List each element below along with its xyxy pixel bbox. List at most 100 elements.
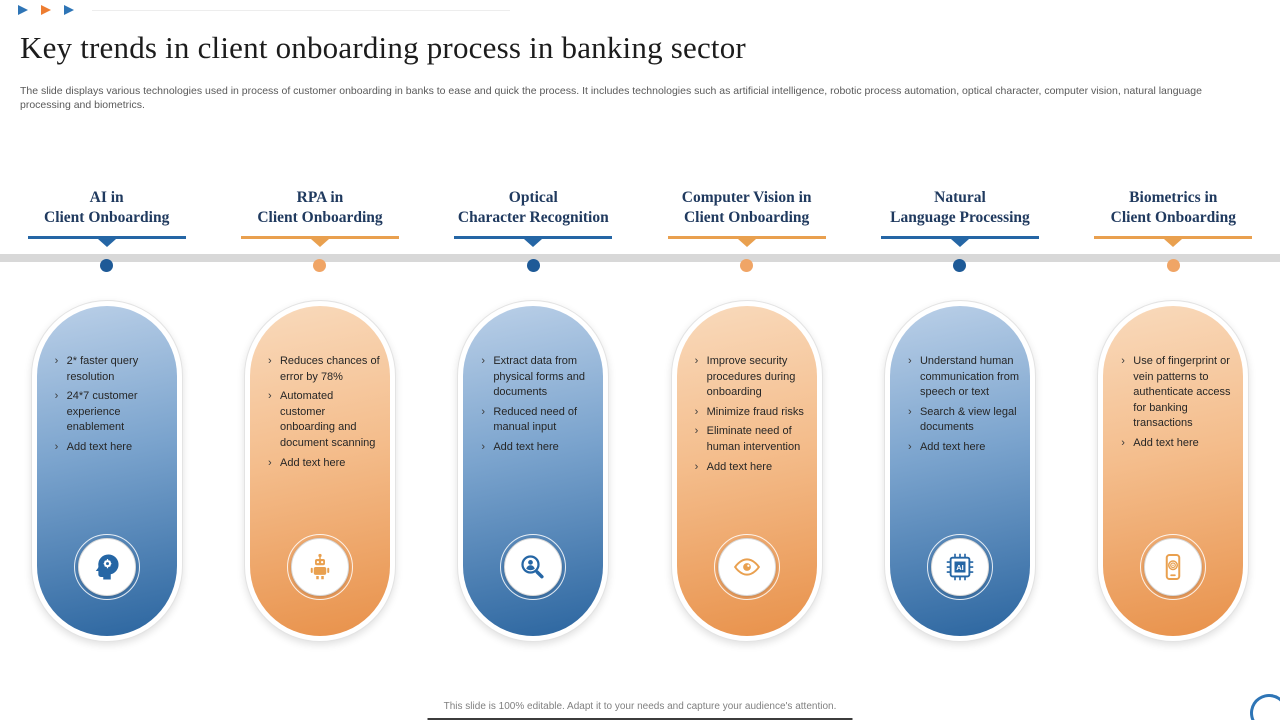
bullet-list: Use of fingerprint or vein patterns to a… xyxy=(1103,306,1243,452)
trend-pill-body: Improve security procedures during onboa… xyxy=(676,306,817,636)
column-heading-line1: AI in xyxy=(89,189,124,207)
timeline-dot xyxy=(953,259,967,272)
column-heading: RPA in Client Onboarding xyxy=(257,182,382,228)
bullet-item: Add text here xyxy=(695,460,807,476)
footer-underline xyxy=(427,718,853,720)
chevron-down-icon xyxy=(737,239,756,247)
icon-circle xyxy=(286,534,353,600)
heading-underline xyxy=(880,236,1039,239)
chevron-down-icon xyxy=(97,239,116,247)
icon-circle xyxy=(73,534,140,600)
bullet-list: 2* faster query resolution 24*7 customer … xyxy=(37,306,177,456)
heading-underline xyxy=(1094,236,1253,239)
column-heading-line2: Language Processing xyxy=(890,209,1030,227)
trend-column: Optical Character Recognition Extract da… xyxy=(427,172,640,642)
bullet-item: Reduced need of manual input xyxy=(481,405,593,436)
top-divider-line xyxy=(92,10,510,11)
bullet-item: Add text here xyxy=(55,440,167,456)
trend-pill-body: Use of fingerprint or vein patterns to a… xyxy=(1103,306,1244,636)
play-arrow-icon xyxy=(41,5,51,15)
column-heading: AI in Client Onboarding xyxy=(44,182,169,228)
fingerprint-phone-icon xyxy=(1144,538,1203,596)
decorative-arrows xyxy=(18,5,87,15)
trend-pill: Improve security procedures during onboa… xyxy=(670,300,823,642)
column-heading-line2: Character Recognition xyxy=(457,209,609,227)
trend-column: Computer Vision in Client Onboarding Imp… xyxy=(640,172,853,642)
heading-underline xyxy=(240,236,399,239)
play-arrow-icon xyxy=(18,5,28,15)
bullet-item: Add text here xyxy=(481,440,593,456)
trend-pill: Reduces chances of error by 78% Automated… xyxy=(243,300,396,642)
column-heading: Optical Character Recognition xyxy=(458,182,609,228)
trend-pill-body: 2* faster query resolution 24*7 customer … xyxy=(36,306,177,636)
trend-pill: 2* faster query resolution 24*7 customer … xyxy=(30,300,183,642)
trend-column: Biometrics in Client Onboarding Use of f… xyxy=(1067,172,1280,642)
column-heading-line1: Optical xyxy=(508,189,558,207)
bullet-item: 2* faster query resolution xyxy=(55,354,167,385)
footer-note: This slide is 100% editable. Adapt it to… xyxy=(443,701,837,712)
chevron-down-icon xyxy=(950,239,969,247)
bullet-list: Improve security procedures during onboa… xyxy=(677,306,817,475)
column-heading-line1: RPA in xyxy=(296,189,344,207)
trend-pill: Extract data from physical forms and doc… xyxy=(457,300,610,642)
icon-circle: AI xyxy=(926,534,993,600)
bullet-item: Extract data from physical forms and doc… xyxy=(481,354,593,401)
column-heading-line2: Client Onboarding xyxy=(44,209,170,227)
bullet-item: Minimize fraud risks xyxy=(695,405,807,421)
bullet-item: Add text here xyxy=(1121,436,1233,452)
trend-column: AI in Client Onboarding 2* faster query … xyxy=(0,172,213,642)
bullet-list: Reduces chances of error by 78% Automated… xyxy=(250,306,390,471)
bullet-item: Eliminate need of human intervention xyxy=(695,424,807,455)
play-arrow-icon xyxy=(64,5,74,15)
timeline-dot xyxy=(740,259,754,272)
bullet-item: Use of fingerprint or vein patterns to a… xyxy=(1121,354,1233,432)
column-heading-line2: Client Onboarding xyxy=(683,209,810,227)
bullet-item: Add text here xyxy=(908,440,1020,456)
columns-row: AI in Client Onboarding 2* faster query … xyxy=(0,172,1280,642)
bullet-list: Extract data from physical forms and doc… xyxy=(463,306,603,456)
icon-circle xyxy=(1140,534,1207,600)
trend-pill: Understand human communication from spee… xyxy=(883,300,1036,642)
robot-icon xyxy=(290,538,349,596)
column-heading-line2: Client Onboarding xyxy=(257,209,383,227)
column-heading-line1: Computer Vision in xyxy=(681,189,812,207)
svg-text:AI: AI xyxy=(956,563,964,572)
column-heading: Natural Language Processing xyxy=(890,182,1030,228)
trend-column: RPA in Client Onboarding Reduces chances… xyxy=(213,172,426,642)
chevron-down-icon xyxy=(1164,239,1183,247)
page-title: Key trends in client onboarding process … xyxy=(20,30,746,65)
trend-pill-body: Reduces chances of error by 78% Automated… xyxy=(249,306,390,636)
chevron-down-icon xyxy=(524,239,543,247)
column-heading-line2: Client Onboarding xyxy=(1110,209,1236,227)
icon-circle xyxy=(500,534,567,600)
ai-head-icon xyxy=(77,538,136,596)
trend-pill-body: Extract data from physical forms and doc… xyxy=(463,306,604,636)
bullet-item: Understand human communication from spee… xyxy=(908,354,1020,401)
timeline-dot xyxy=(526,259,540,272)
bullet-item: Automated customer onboarding and docume… xyxy=(268,389,380,451)
timeline-dot xyxy=(1166,259,1180,272)
bullet-item: Reduces chances of error by 78% xyxy=(268,354,380,385)
trend-pill-body: Understand human communication from spee… xyxy=(889,306,1030,636)
trend-column: Natural Language Processing Understand h… xyxy=(853,172,1066,642)
heading-underline xyxy=(454,236,613,239)
heading-underline xyxy=(27,236,186,239)
column-heading-line1: Biometrics in xyxy=(1129,189,1218,207)
bullet-item: Improve security procedures during onboa… xyxy=(695,354,807,401)
trend-pill: Use of fingerprint or vein patterns to a… xyxy=(1097,300,1250,642)
bullet-item: Add text here xyxy=(268,456,380,472)
timeline-dot xyxy=(100,259,114,272)
bullet-list: Understand human communication from spee… xyxy=(890,306,1030,456)
column-heading: Computer Vision in Client Onboarding xyxy=(682,182,812,228)
bullet-item: 24*7 customer experience enablement xyxy=(55,389,167,436)
chevron-down-icon xyxy=(310,239,329,247)
icon-circle xyxy=(713,534,780,600)
search-person-icon xyxy=(504,538,563,596)
ai-chip-icon: AI xyxy=(930,538,989,596)
column-heading: Biometrics in Client Onboarding xyxy=(1111,182,1236,228)
column-heading-line1: Natural xyxy=(934,189,986,207)
timeline-bar xyxy=(0,254,1280,262)
slide-subtitle: The slide displays various technologies … xyxy=(20,85,1202,112)
eye-icon xyxy=(717,538,776,596)
